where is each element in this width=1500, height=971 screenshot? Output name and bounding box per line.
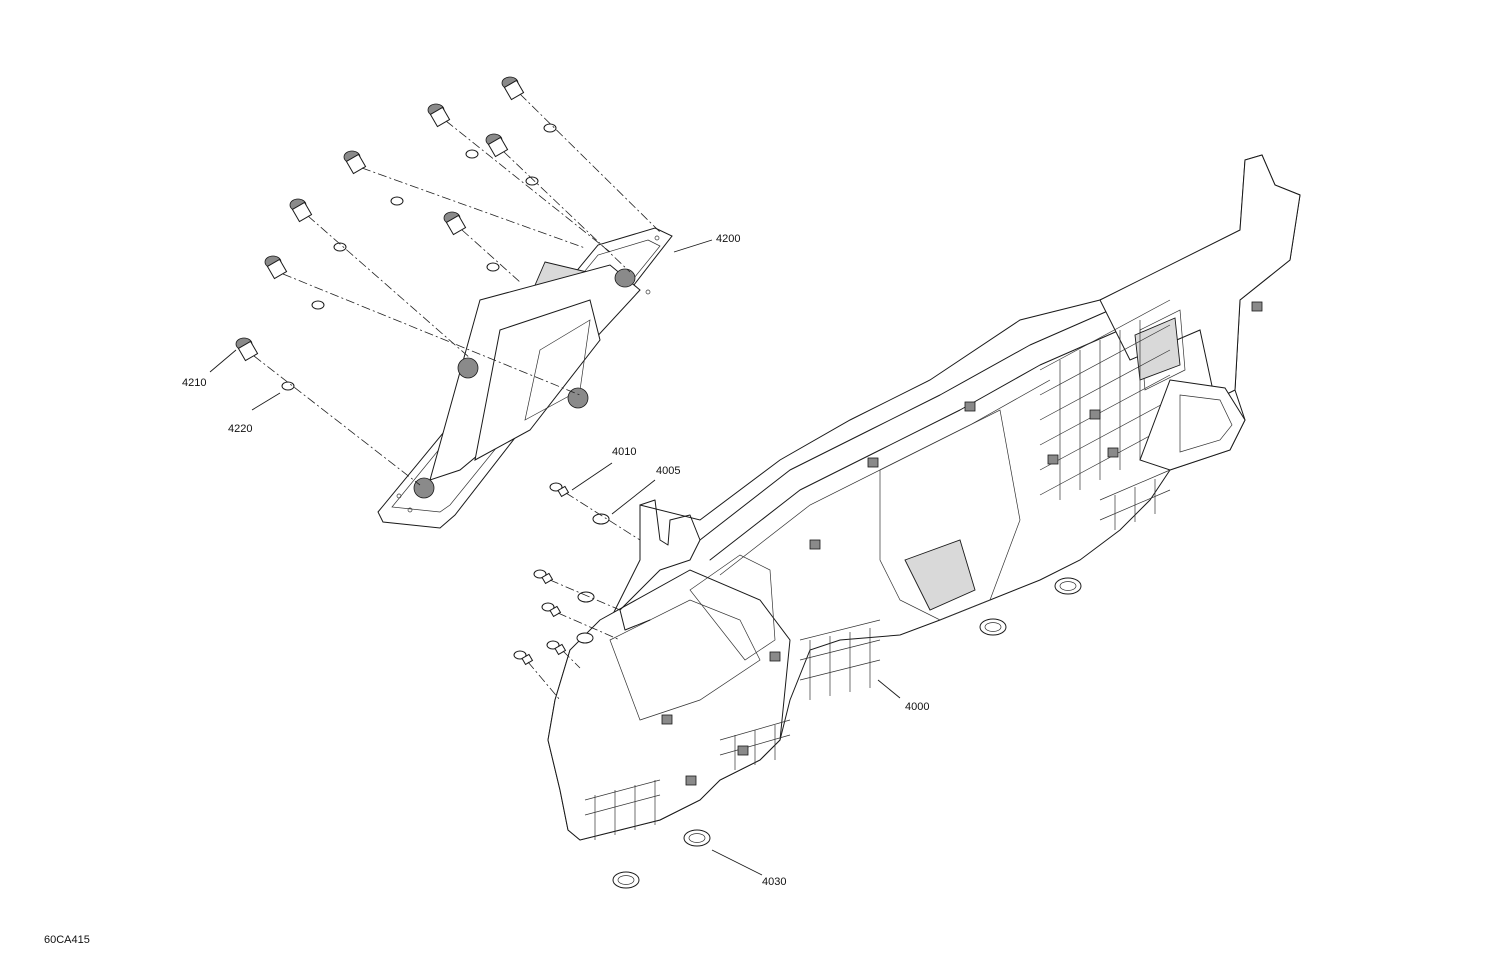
washer	[281, 381, 295, 391]
washer	[576, 632, 594, 644]
washer	[333, 242, 347, 252]
push-rivet	[546, 640, 567, 656]
rivnut	[289, 198, 313, 223]
bottom-washers-4030	[612, 577, 1082, 889]
leader-lines	[209, 239, 901, 876]
clip	[769, 651, 781, 662]
callout-4200: 4200	[716, 233, 740, 245]
callout-4000: 4000	[905, 701, 929, 713]
callout-4210: 4210	[182, 377, 206, 389]
push-rivet	[533, 569, 554, 585]
clip	[1089, 409, 1101, 420]
clip	[964, 401, 976, 412]
rivnut	[235, 337, 259, 362]
clip	[685, 775, 697, 786]
clip	[1107, 447, 1119, 458]
clip	[1251, 301, 1263, 312]
fastener-set-4010-4005	[513, 482, 641, 701]
rivnut	[343, 150, 367, 175]
rivnut	[427, 103, 451, 128]
clip	[661, 714, 673, 725]
clip	[1047, 454, 1059, 465]
washer	[577, 591, 595, 603]
clip	[809, 539, 821, 550]
bracket-plate-4200	[377, 227, 673, 529]
washer	[465, 149, 479, 159]
callout-4010: 4010	[612, 446, 636, 458]
callout-labels: 4200 4210 4220 4010 4005 4000 4030 60CA4…	[44, 233, 929, 946]
push-rivet	[549, 482, 570, 498]
fastener-set-4210-4220	[235, 76, 661, 486]
figure-code: 60CA415	[44, 934, 90, 946]
washer	[543, 123, 557, 133]
lower-ribs	[799, 469, 1171, 700]
clip	[867, 457, 879, 468]
rivnut	[443, 211, 467, 236]
washer	[390, 196, 404, 206]
main-panel-4000	[547, 154, 1301, 841]
washer	[525, 176, 539, 186]
push-rivet	[541, 602, 562, 618]
rivnut	[501, 76, 525, 101]
callout-4030: 4030	[762, 876, 786, 888]
clip	[737, 745, 749, 756]
push-rivet	[513, 650, 534, 666]
washer	[592, 513, 610, 525]
left-mesh	[584, 719, 791, 840]
rivnut	[485, 133, 509, 158]
callout-4220: 4220	[228, 423, 252, 435]
washer	[311, 300, 325, 310]
rivnut	[264, 255, 288, 280]
washer	[486, 262, 500, 272]
callout-4005: 4005	[656, 465, 680, 477]
